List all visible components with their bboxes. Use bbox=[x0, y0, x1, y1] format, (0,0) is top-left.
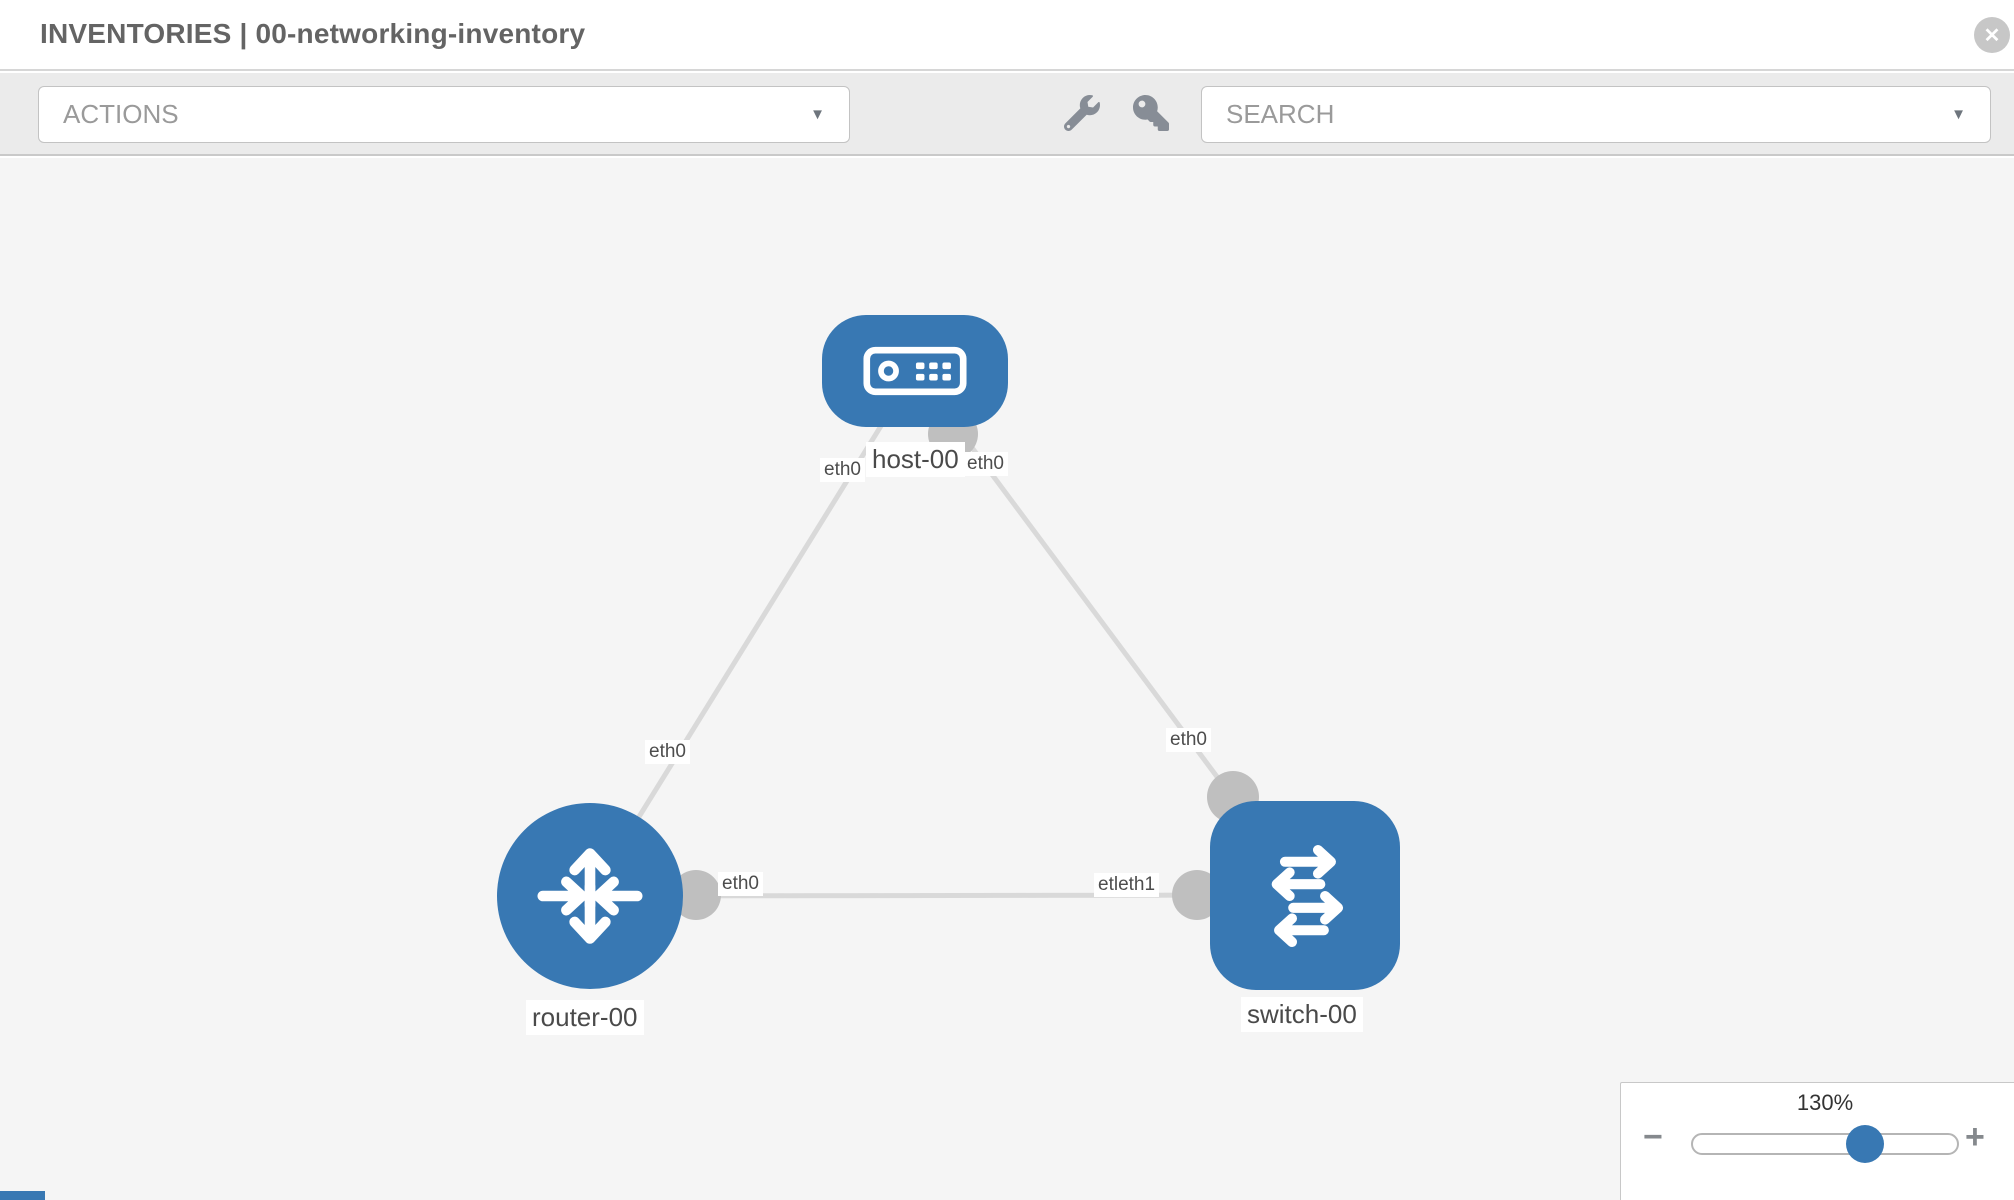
search-placeholder: SEARCH bbox=[1226, 99, 1335, 129]
node-label-switch: switch-00 bbox=[1241, 997, 1363, 1032]
zoom-control-panel: 130% − + bbox=[1620, 1082, 2014, 1200]
interface-label: etleth1 bbox=[1094, 873, 1160, 897]
plus-icon: + bbox=[1965, 1118, 1985, 1156]
topology-canvas[interactable]: host-00 router-00 switch-00 eth0 eth0 et… bbox=[0, 158, 2014, 1200]
port-dot-switch-left bbox=[1172, 870, 1222, 920]
interface-label: eth0 bbox=[1166, 728, 1211, 752]
zoom-slider-track[interactable] bbox=[1691, 1133, 1959, 1155]
credentials-button[interactable] bbox=[1133, 95, 1169, 131]
zoom-out-button[interactable]: − bbox=[1643, 1120, 1663, 1154]
node-label-router: router-00 bbox=[526, 1000, 644, 1035]
node-label-host: host-00 bbox=[866, 442, 965, 477]
topology-links-layer bbox=[587, 369, 1308, 920]
zoom-in-button[interactable]: + bbox=[1965, 1120, 1985, 1154]
close-button[interactable]: ✕ bbox=[1974, 17, 2010, 53]
actions-dropdown-label: ACTIONS bbox=[63, 99, 179, 129]
node-router-00[interactable] bbox=[497, 803, 683, 989]
interface-label: eth0 bbox=[963, 452, 1008, 476]
zoom-level-value: 130% bbox=[1796, 1090, 1854, 1115]
wrench-icon bbox=[1063, 95, 1100, 132]
interface-label: eth0 bbox=[645, 740, 690, 764]
chevron-down-icon: ▼ bbox=[1951, 106, 1966, 123]
toolbar: ACTIONS ▼ SEARCH ▼ bbox=[0, 73, 2014, 156]
header: INVENTORIES | 00-networking-inventory ✕ bbox=[0, 0, 2014, 71]
search-dropdown[interactable]: SEARCH ▼ bbox=[1201, 86, 1991, 143]
actions-dropdown[interactable]: ACTIONS ▼ bbox=[38, 86, 850, 143]
interface-label: eth0 bbox=[820, 458, 865, 482]
switch-icon bbox=[1271, 844, 1344, 947]
minus-icon: − bbox=[1643, 1118, 1663, 1156]
host-icon bbox=[863, 346, 967, 396]
node-switch-00[interactable] bbox=[1210, 801, 1400, 990]
interface-label: eth0 bbox=[718, 872, 763, 896]
router-icon bbox=[537, 848, 643, 944]
page-title: INVENTORIES | 00-networking-inventory bbox=[40, 18, 586, 49]
chevron-down-icon: ▼ bbox=[810, 106, 825, 123]
close-icon: ✕ bbox=[1983, 24, 2001, 47]
zoom-slider-handle[interactable] bbox=[1846, 1125, 1884, 1163]
key-icon bbox=[1133, 95, 1169, 131]
key-panel-peek bbox=[0, 1191, 45, 1200]
port-dot-router bbox=[671, 870, 721, 920]
configure-tools-button[interactable] bbox=[1063, 95, 1100, 132]
node-host-00[interactable] bbox=[822, 315, 1008, 427]
